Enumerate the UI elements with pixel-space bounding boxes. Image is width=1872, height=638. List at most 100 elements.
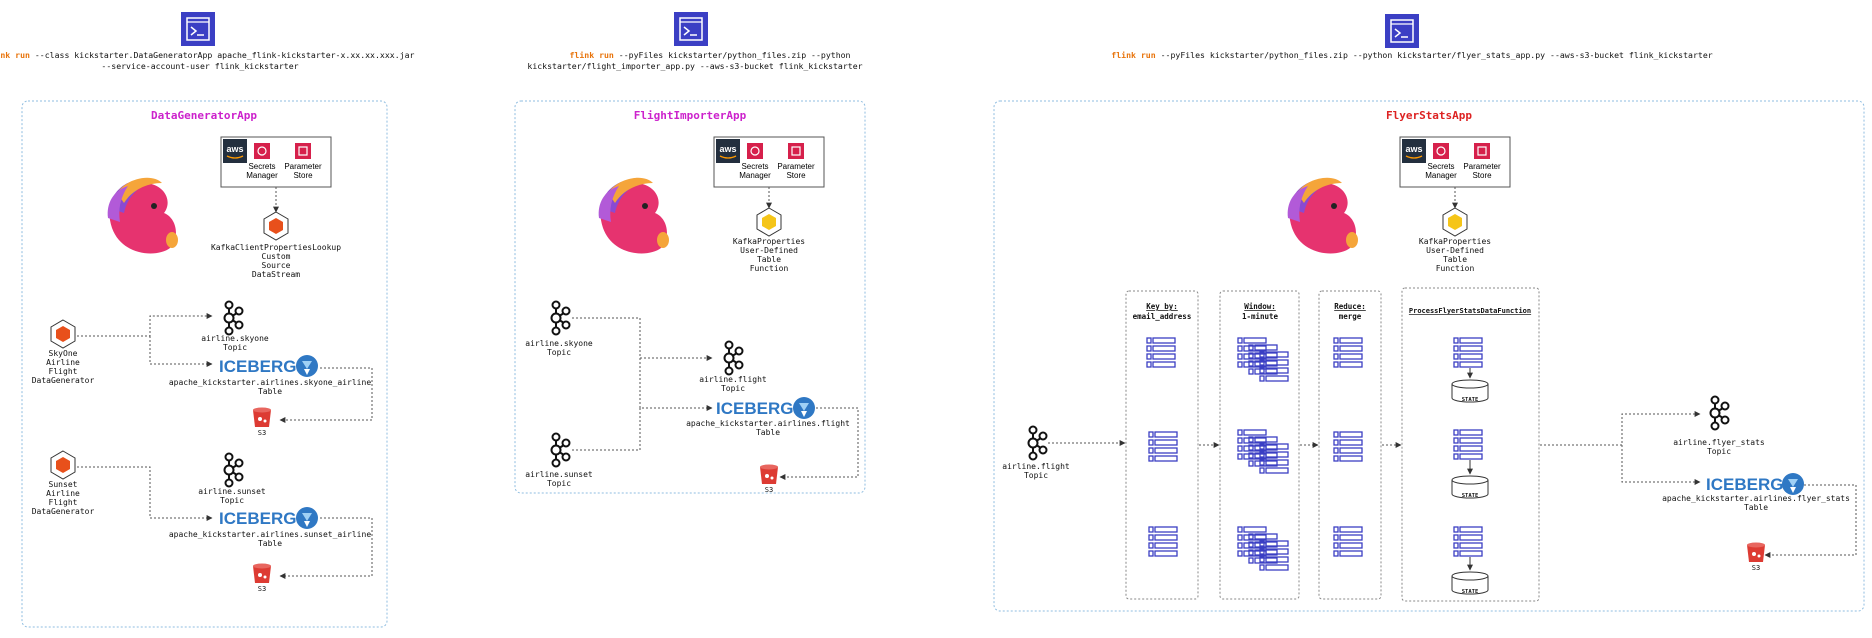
svg-text:Secrets: Secrets [1427,162,1454,171]
source-label-3b: User-Defined [1426,246,1484,255]
command-1-line1: flink run --class kickstarter.DataGenera… [0,50,414,60]
s3-label-3: S3 [765,486,773,494]
svg-text:Manager: Manager [1425,171,1457,180]
source-label-2b: User-Defined [740,246,798,255]
hexagon-orange-icon [263,211,289,241]
process-title: ProcessFlyerStatsDataFunction [1409,307,1531,315]
command-2-line1: flink run --pyFiles kickstarter/python_f… [570,50,851,60]
app-box-flyerstats [993,100,1865,612]
iceberg-logo-flyer-stats: ICEBERG [1706,473,1804,495]
table-icon [1333,526,1363,557]
s3-label-4: S3 [1752,564,1760,572]
table-sunset-label: apache_kickstarter.airlines.sunset_airli… [169,530,371,539]
kafka-icon-skyone [223,300,244,336]
process-operator-box [1401,287,1540,602]
svg-text:ICEBERG: ICEBERG [219,357,296,376]
topic-flight-in-sub: Topic [1024,471,1048,480]
hexagon-yellow-icon-1 [756,207,782,237]
topic-flight-out-sub: Topic [721,384,745,393]
topic-flight-in-label: airline.flight [1002,462,1070,471]
window-value: 1-minute [1242,312,1279,321]
gen1-label-d: DataGenerator [32,376,95,385]
svg-text:Secrets: Secrets [741,162,768,171]
window-title: Window: [1244,302,1276,311]
topic-flyer-stats-label: airline.flyer_stats [1673,438,1765,447]
svg-text:Manager: Manager [246,171,278,180]
iceberg-logo-skyone: ICEBERG [219,355,318,377]
kafka-icon-flyer-stats [1709,395,1730,431]
table-sunset-sub: Table [258,539,282,548]
table-icon [1148,526,1178,557]
iceberg-logo-sunset: ICEBERG [219,507,318,529]
source-label-1d: DataStream [252,270,300,279]
svg-text:ICEBERG: ICEBERG [1706,475,1783,494]
source-label-2c: Table [757,255,781,264]
app-box-datagenerator [21,100,388,628]
generator-icon-sunset [50,450,76,480]
svg-text:Parameter: Parameter [284,162,322,171]
flink-squirrel-icon-1 [107,177,178,254]
svg-text:Parameter: Parameter [777,162,815,171]
source-label-3c: Table [1443,255,1467,264]
kafka-icon-flight-in [1027,425,1048,461]
topic-skyone-label: airline.skyone [201,334,269,343]
gen2-label-c: Flight [49,498,78,507]
keyby-value: email_address [1133,312,1192,321]
app-box-flightimporter [514,100,866,494]
flink-squirrel-icon-3 [1287,177,1358,254]
terminal-icon-2 [673,11,709,47]
table-icon [1146,337,1176,368]
state-store-icon-2: STATE [1451,460,1489,499]
topic-sunset-label: airline.sunset [198,487,266,496]
kafka-icon-sunset-in [550,432,571,468]
command-3-line1: flink run --pyFiles kickstarter/python_f… [1111,50,1712,60]
table-flyer-stats-label: apache_kickstarter.airlines.flyer_stats [1662,494,1850,503]
gen2-label-a: Sunset [49,480,78,489]
svg-text:ICEBERG: ICEBERG [219,509,296,528]
aws-services-box-2: Secrets Manager Parameter Store [713,136,825,188]
app-title-flyerstats: FlyerStatsApp [1386,109,1472,122]
table-icon [1333,337,1363,368]
terminal-icon-1 [180,11,216,47]
generator-icon-skyone [50,319,76,349]
topic-flight-out-label: airline.flight [699,375,767,384]
gen1-label-b: Airline [46,358,80,367]
aws-services-box-1: Secrets Manager Parameter Store [220,136,332,188]
flink-squirrel-icon-2 [598,177,669,254]
source-label-1c: Source [262,261,291,270]
topic-sunset-sub: Topic [220,496,244,505]
source-label-2d: Function [750,264,789,273]
svg-text:Secrets: Secrets [248,162,275,171]
reduce-title: Reduce: [1334,302,1366,311]
table-icon [1453,526,1483,557]
source-label-1a: KafkaClientPropertiesLookup [211,243,341,252]
topic-skyone-sub: Topic [223,343,247,352]
s3-bucket-icon-1 [253,407,271,427]
gen2-label-b: Airline [46,489,80,498]
state-store-icon-1: STATE [1451,368,1489,403]
gen1-label-c: Flight [49,367,78,376]
source-label-1b: Custom [262,252,291,261]
svg-text:STATE: STATE [1462,589,1479,595]
topic-sunset-in-sub: Topic [547,479,571,488]
topic-sunset-in-label: airline.sunset [525,470,593,479]
table-flyer-stats-sub: Table [1744,503,1768,512]
aws-services-box-3: Secrets Manager Parameter Store [1399,136,1511,188]
svg-text:STATE: STATE [1462,397,1479,403]
table-icon [1148,431,1178,462]
state-store-icon-3: STATE [1451,557,1489,595]
window-operator-box [1219,290,1300,600]
table-icon [1453,337,1483,368]
table-flight-sub: Table [756,428,780,437]
kafka-icon-flight-out [723,340,744,376]
keyby-operator-box [1125,290,1199,600]
s3-label-2: S3 [258,585,266,593]
s3-bucket-icon-4 [1747,542,1765,562]
svg-text:ICEBERG: ICEBERG [716,399,793,418]
table-icon [1453,429,1483,460]
svg-text:Store: Store [293,171,313,180]
kafka-icon-skyone-in [550,300,571,336]
reduce-value: merge [1339,312,1362,321]
s3-label-1: S3 [258,429,266,437]
